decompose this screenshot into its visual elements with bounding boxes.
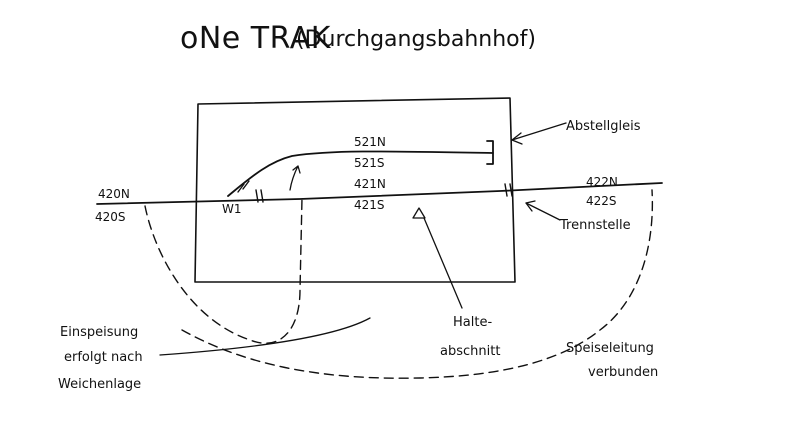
buffer-stop (486, 140, 494, 165)
label-420n: 420N (98, 187, 130, 201)
switch-direction-arrow (289, 165, 301, 191)
station-box (194, 97, 516, 283)
pointer-trennstelle (525, 202, 561, 221)
diagram-title: oNe TRAK (180, 21, 332, 56)
label-521n: 521N (354, 135, 386, 149)
main-track (96, 182, 663, 205)
note-einspeisung-line3: Weichenlage (58, 377, 141, 392)
pointer-halteabschnitt (423, 217, 463, 309)
label-421s: 421S (354, 198, 385, 212)
label-422s: 422S (586, 194, 617, 208)
note-halteabschnitt-line2: abschnitt (440, 344, 500, 359)
isolation-gap-left (255, 189, 264, 203)
pointer-abstellgleis (511, 122, 567, 141)
note-trennstelle: Trennstelle (559, 218, 631, 233)
note-speiseleitung-line1: Speiseleitung (566, 341, 654, 356)
pointer-abstellgleis-head (511, 132, 523, 145)
label-521s: 521S (354, 156, 385, 170)
note-halteabschnitt-line1: Halte- (453, 315, 492, 330)
feeder-dashed-bottom (181, 189, 654, 379)
feeder-dashed-left (144, 197, 303, 344)
label-421n: 421N (354, 177, 386, 191)
pointer-einspeisung (159, 317, 371, 356)
note-einspeisung-line2: erfolgt nach (64, 350, 143, 365)
isolation-gap-siding (237, 180, 250, 193)
pointer-trennstelle-head (525, 200, 536, 212)
diagram-subtitle: (Durchgangsbahnhof) (296, 27, 536, 52)
label-switch-w1: W1 (222, 202, 242, 216)
holding-section-marker (412, 207, 426, 219)
note-speiseleitung-line2: verbunden (588, 365, 658, 380)
label-420s: 420S (95, 210, 126, 224)
isolation-gap-right (504, 183, 513, 197)
label-422n: 422N (586, 175, 618, 189)
note-einspeisung-line1: Einspeisung (60, 325, 138, 340)
note-abstellgleis: Abstellgleis (566, 119, 641, 134)
siding-track (227, 150, 494, 197)
